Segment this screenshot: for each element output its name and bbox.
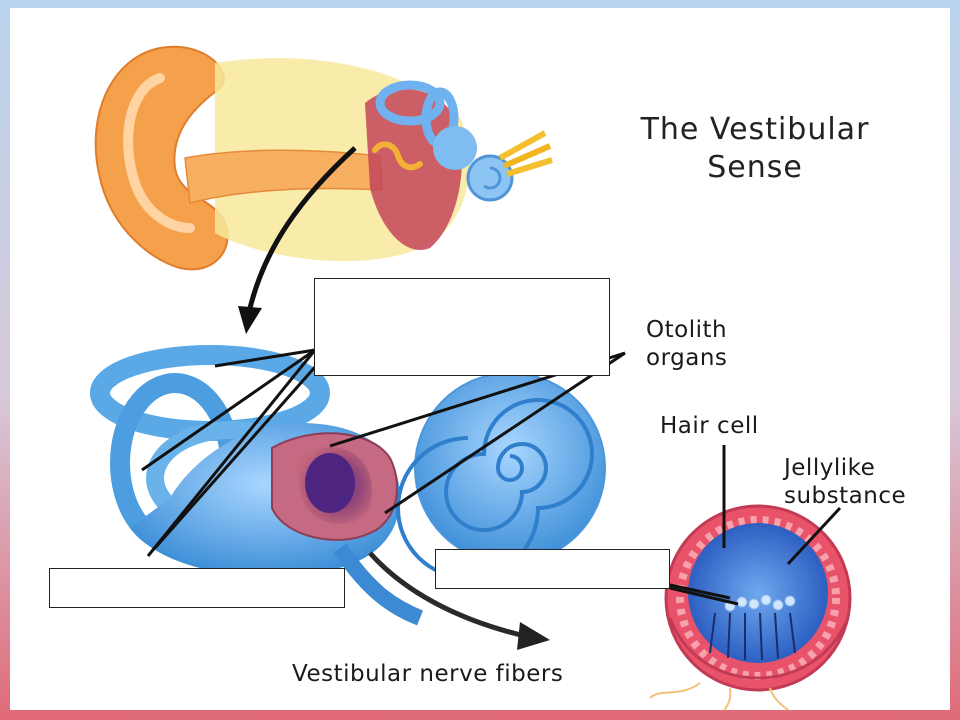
blank-label-box-hair-cell <box>435 549 670 589</box>
hair-cell-section <box>649 504 852 710</box>
slide-title: The Vestibular Sense <box>600 111 910 187</box>
label-otolith-line-1: Otolith <box>646 317 728 343</box>
label-jelly-line-1: Jellylike <box>784 455 876 481</box>
inner-ear-enlarged <box>90 345 606 626</box>
hair-cell-fibers <box>709 612 796 661</box>
zoom-arrow <box>238 146 357 334</box>
fiber-tails <box>649 682 790 710</box>
title-line-1: The Vestibular <box>640 112 870 147</box>
blank-label-box-bottom-left <box>49 568 345 608</box>
hair-cell-wall <box>668 617 850 680</box>
pinna-inner <box>123 73 195 233</box>
label-otolith-line-2: organs <box>646 345 728 371</box>
label-otolith-organs: Otolith organs <box>646 316 727 372</box>
label-vestibular-nerve-fibers: Vestibular nerve fibers <box>292 661 564 687</box>
vestibular-diagram <box>90 45 852 710</box>
blank-label-box-semicircular <box>314 278 610 376</box>
slide: The Vestibular Sense Otolith organs Hair… <box>10 8 950 710</box>
small-inner-ear <box>375 80 514 202</box>
auditory-nerve-bundle <box>498 130 553 177</box>
nerve-arrow <box>368 551 550 650</box>
utricle-saccule <box>271 432 399 541</box>
label-hair-cell: Hair cell <box>660 413 759 439</box>
label-jellylike-substance: Jellylike substance <box>784 454 906 510</box>
label-jelly-line-2: substance <box>784 483 907 509</box>
nerve-stub <box>333 543 424 626</box>
ossicles <box>372 141 423 171</box>
outer-ear-illustration <box>94 45 553 271</box>
cochlea <box>396 372 606 580</box>
title-line-2: Sense <box>707 150 803 185</box>
leader-lines <box>141 348 842 606</box>
